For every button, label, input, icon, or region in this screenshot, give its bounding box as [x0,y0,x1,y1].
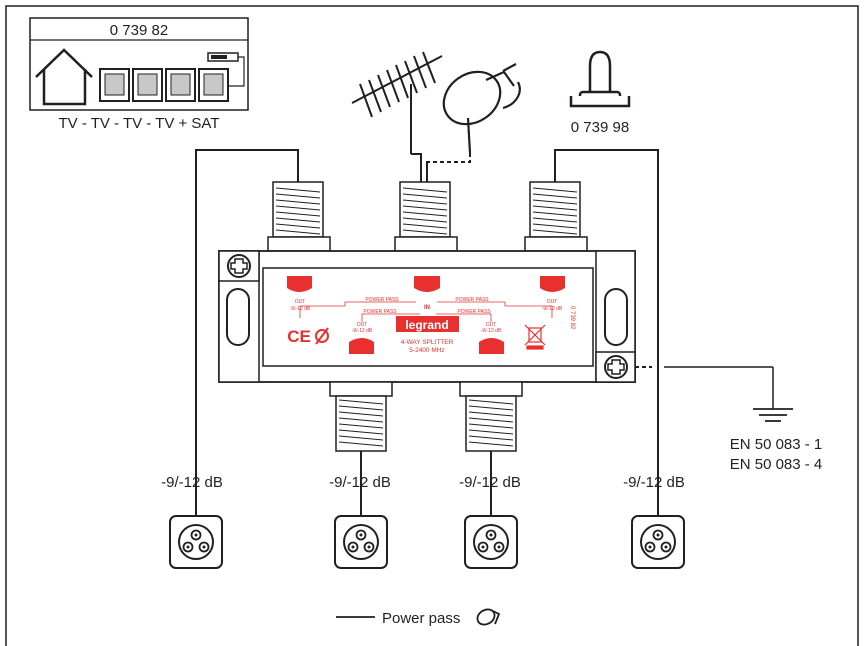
output-attenuation-4: -9/-12 dB [623,474,685,491]
f-connector [524,181,588,252]
splitter-model: 4-WAY SPLITTER [401,339,454,346]
tv-icon [165,68,196,102]
power-pass-mark: POWER PASS [455,297,489,303]
splitter-frequency: 5-2400 MHz [409,347,444,354]
brand-name: legrand [405,318,448,332]
output-attenuation-3: -9/-12 dB [459,474,521,491]
f-connector [329,381,393,452]
power-pass-mark: POWER PASS [457,309,491,315]
ground-icon [753,408,793,422]
f-connector-input [394,181,458,252]
legend-power-pass-label: Power pass [382,610,460,627]
tv-icon [198,68,229,102]
satellite-dish-icon [442,63,521,154]
house-icon [35,48,93,106]
legend: Power pass [336,608,501,627]
output-attenuation-1: -9/-12 dB [161,474,223,491]
kit-box: 0 739 82 TV - TV - TV - TV + [29,17,249,132]
port-marker-icons [287,276,565,354]
output-attenuation-2: -9/-12 dB [329,474,391,491]
kit-caption: TV - TV - TV - TV + SAT [58,115,219,132]
satellite-receiver-icon [207,52,245,87]
cable-left-output [195,149,299,497]
ce-mark: CE [287,327,311,346]
tv-icon [99,68,130,102]
screw-icon [595,351,636,383]
out-label: OUT [547,299,558,305]
tv-icon [132,68,163,102]
out-attenuation: -9/-12 dB [542,306,563,312]
power-pass-mark: POWER PASS [365,297,399,303]
satellite-dish-icon [476,608,501,626]
out-attenuation: -9/-12 dB [290,306,311,312]
label-circuit-lines [299,301,553,322]
ground-standard-2: EN 50 083 - 4 [730,456,823,473]
out-label: OUT [357,322,368,328]
out-label: OUT [486,322,497,328]
power-pass-mark: POWER PASS [363,309,397,315]
cable-power-supply [554,149,659,498]
f-connector [459,381,523,452]
power-supply-reference: 0 739 98 [571,119,629,136]
weee-bin-icon [524,324,546,350]
compliance-icon [315,327,329,345]
tv-socket-icon [464,515,518,569]
tv-socket-icon [631,515,685,569]
tv-socket-icon [169,515,223,569]
splitter-reference-vertical: 0 739 82 [569,306,575,330]
input-label: IN [424,305,430,311]
f-connector [267,181,331,252]
brand-badge [396,316,459,332]
kit-reference: 0 739 82 [110,22,168,39]
out-label: OUT [295,299,306,305]
frame-border [5,5,859,646]
ground-connection [635,366,774,409]
out-attenuation: -9/-12 dB [481,328,502,334]
antenna-icon [351,51,443,154]
ground-standard-1: EN 50 083 - 1 [730,436,823,453]
screw-icon [218,250,260,282]
power-supply-icon [569,50,631,108]
out-attenuation: -9/-12 dB [352,328,373,334]
tv-socket-icon [334,515,388,569]
